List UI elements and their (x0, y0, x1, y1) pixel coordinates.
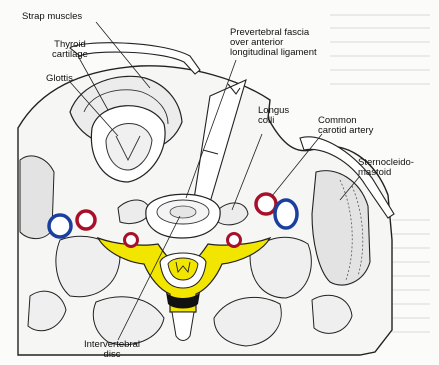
label-intervertebral-disc: Intervertebral disc (72, 340, 152, 360)
label-glottis: Glottis (46, 74, 73, 84)
left-internal-jugular-vein (49, 215, 71, 237)
label-strap-muscles: Strap muscles (22, 12, 82, 22)
vertebral-artery-right (228, 234, 241, 247)
label-sternocleidomastoid: Sternocleido- mastoid (358, 158, 414, 178)
label-common-carotid-line2: carotid artery (318, 126, 373, 136)
label-common-carotid-artery: Common carotid artery (318, 116, 373, 136)
label-thyroid-cartilage-line2: cartilage (40, 50, 100, 60)
label-sternocleidomastoid-line2: mastoid (358, 168, 414, 178)
intervertebral-disc-core (170, 206, 196, 218)
label-thyroid-cartilage: Thyroid cartilage (40, 40, 100, 60)
label-longus-colli-line2: colli (258, 116, 289, 126)
label-prevertebral-fascia: Prevertebral fascia over anterior longit… (230, 28, 317, 58)
right-internal-jugular-vein (275, 200, 297, 228)
label-prevertebral-fascia-line3: longitudinal ligament (230, 48, 317, 58)
label-longus-colli: Longus colli (258, 106, 289, 126)
vertebral-artery-left (125, 234, 138, 247)
left-common-carotid-artery (77, 211, 95, 229)
label-intervertebral-disc-line2: disc (72, 350, 152, 360)
right-common-carotid-artery (256, 194, 276, 214)
